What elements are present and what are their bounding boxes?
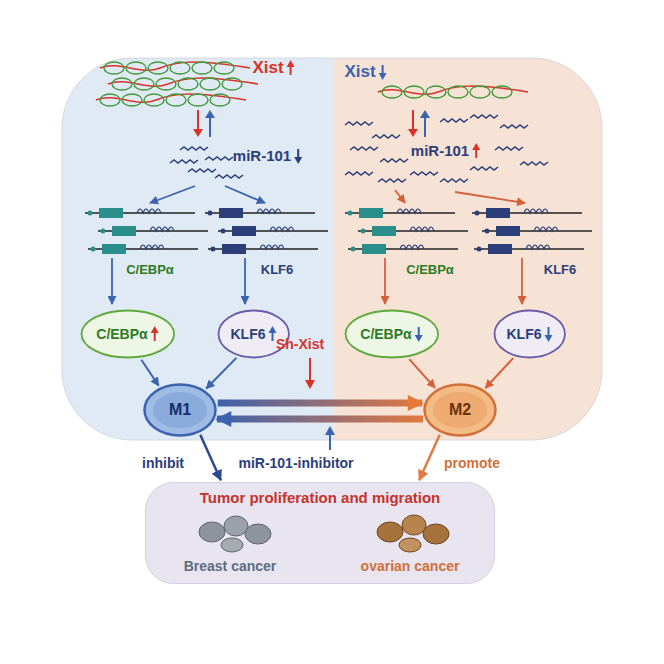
ovarian-cancer-cells xyxy=(377,515,449,552)
pathway-label: KLF6 xyxy=(261,263,294,278)
down-arrow xyxy=(379,65,387,80)
connector xyxy=(419,435,440,480)
node-label: M1 xyxy=(169,401,191,419)
mirna xyxy=(170,115,548,182)
protein-oval: C/EBPα xyxy=(80,309,176,359)
pathway-label: C/EBPα xyxy=(406,263,454,278)
cell-body xyxy=(425,385,496,436)
xist-rna xyxy=(96,94,246,106)
exchange-arrows xyxy=(193,110,430,137)
band-shape xyxy=(146,483,495,584)
outcome-band: Tumor proliferation and migrationBreast … xyxy=(145,482,495,584)
protein-oval: C/EBPα xyxy=(344,309,440,359)
expression-arrows xyxy=(112,258,522,304)
node-label: C/EBPα xyxy=(360,326,411,342)
cell-highlight xyxy=(433,392,487,428)
pathway-label: C/EBPα xyxy=(126,263,174,278)
oval-shape xyxy=(82,311,175,358)
connector xyxy=(141,360,158,386)
up-arrow xyxy=(472,143,480,158)
node-label: KLF6 xyxy=(230,326,265,342)
up-arrow xyxy=(151,326,159,341)
up-arrow xyxy=(287,60,295,75)
xist-rna xyxy=(108,78,258,90)
cancer-label: Breast cancer xyxy=(184,558,277,574)
connector xyxy=(409,359,435,388)
connector xyxy=(200,435,221,480)
gene-locus xyxy=(85,208,592,254)
xist-rna xyxy=(100,62,250,74)
connector xyxy=(218,400,423,407)
macrophage-cell: M1 xyxy=(143,383,217,437)
edge-label: inhibit xyxy=(142,455,184,471)
node-label: M2 xyxy=(449,401,471,419)
pathway-label: miR-101 xyxy=(411,142,469,159)
cancer-label: ovarian cancer xyxy=(361,558,460,574)
edge-label: promote xyxy=(444,455,500,471)
cell-highlight xyxy=(153,392,207,428)
pathway-label: Xist xyxy=(344,62,375,82)
band-title: Tumor proliferation and migration xyxy=(200,489,441,506)
protein-oval: KLF6 xyxy=(493,309,566,359)
down-arrow xyxy=(294,149,302,164)
pathway-label: KLF6 xyxy=(544,263,577,278)
pathway-label: miR-101 xyxy=(233,147,291,164)
cell-body xyxy=(145,385,216,436)
pathway-label: Xist xyxy=(252,58,283,78)
down-arrow xyxy=(545,327,553,342)
oval-shape xyxy=(346,311,439,358)
node-label: KLF6 xyxy=(506,326,541,342)
up-arrow xyxy=(269,326,277,341)
macrophage-cell: M2 xyxy=(423,383,497,437)
connector xyxy=(217,416,423,423)
panel xyxy=(62,58,602,440)
oval-shape xyxy=(495,311,565,358)
breast-cancer-cells xyxy=(199,516,271,552)
down-arrow xyxy=(415,327,423,342)
targeting-arrows xyxy=(150,186,525,203)
edge-label: Sh-Xist xyxy=(276,336,324,352)
xist-rna xyxy=(378,86,528,98)
edge-label: miR-101-inhibitor xyxy=(238,455,353,471)
connector xyxy=(206,358,236,389)
connector xyxy=(485,358,513,388)
node-label: C/EBPα xyxy=(96,326,147,342)
